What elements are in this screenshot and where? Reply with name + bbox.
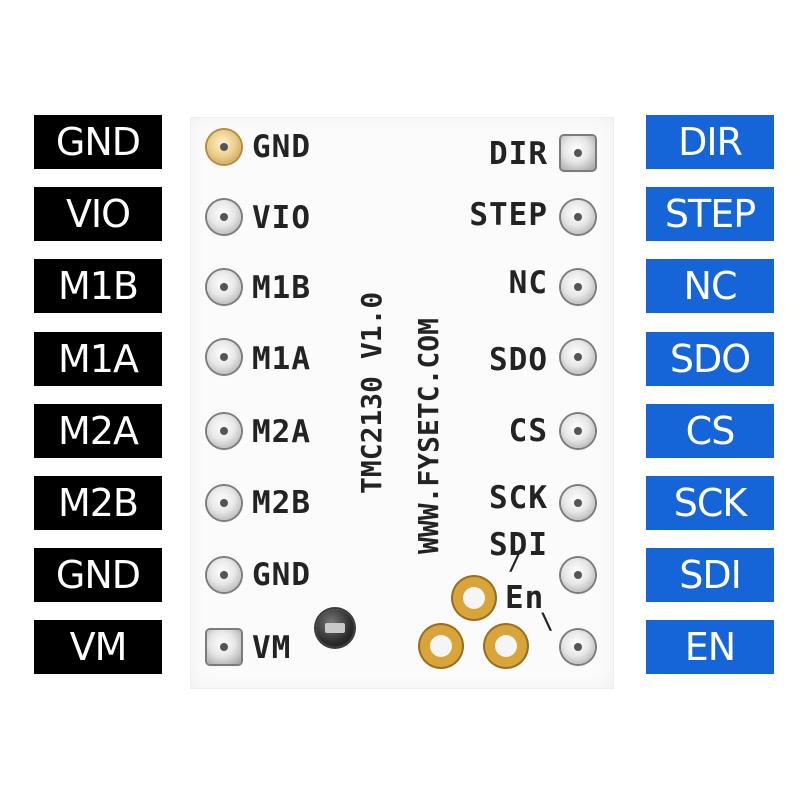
right-label-sdo: SDO — [646, 332, 774, 386]
silk-sck: SCK — [489, 480, 548, 516]
driver-board: GND VIO M1B M1A M2A M2B GND VM DIR STEP … — [190, 117, 614, 689]
silk-m1b: M1B — [252, 270, 311, 306]
pad-sdi — [561, 558, 595, 592]
model-text: TMC2130 V1.0 — [355, 291, 388, 494]
left-label-m2a: M2A — [34, 404, 162, 458]
right-label-cs: CS — [646, 404, 774, 458]
silk-vio: VIO — [252, 200, 311, 236]
left-label-gnd: GND — [34, 115, 162, 169]
pad-m1b — [207, 270, 241, 304]
pad-dir — [561, 136, 595, 170]
left-label-vm: VM — [34, 620, 162, 674]
pad-nc — [561, 270, 595, 304]
pad-m2a — [207, 414, 241, 448]
pad-cs — [561, 414, 595, 448]
silk-en: En — [505, 580, 545, 616]
silk-sdi-tick: / — [508, 551, 522, 576]
right-label-en: EN — [646, 620, 774, 674]
pad-gnd — [207, 130, 241, 164]
right-label-step: STEP — [646, 187, 774, 241]
left-label-gnd-2: GND — [34, 548, 162, 602]
url-text: WWW.FYSETC.COM — [412, 317, 445, 554]
silk-sdi: SDI — [489, 527, 548, 563]
pad-m2b — [207, 486, 241, 520]
left-label-vio: VIO — [34, 187, 162, 241]
pad-vm — [207, 630, 241, 664]
pad-gnd-2 — [207, 558, 241, 592]
silk-m1a: M1A — [252, 341, 311, 377]
silk-sdo: SDO — [489, 342, 548, 378]
pad-vio — [207, 200, 241, 234]
silk-m2b: M2B — [252, 485, 311, 521]
left-label-m2b: M2B — [34, 476, 162, 530]
silk-en-tick: \ — [540, 610, 554, 635]
pad-m1a — [207, 340, 241, 374]
pad-sck — [561, 486, 595, 520]
silk-vm: VM — [252, 630, 292, 666]
silk-nc: NC — [508, 265, 548, 301]
pad-sdo — [561, 340, 595, 374]
silk-dir: DIR — [489, 136, 548, 172]
right-label-nc: NC — [646, 259, 774, 313]
gold-via-top — [463, 587, 485, 609]
right-label-dir: DIR — [646, 115, 774, 169]
left-label-m1a: M1A — [34, 332, 162, 386]
silk-cs: CS — [508, 413, 548, 449]
silk-gnd-2: GND — [252, 557, 311, 593]
silk-m2a: M2A — [252, 414, 311, 450]
silk-gnd: GND — [252, 129, 311, 165]
right-label-sdi: SDI — [646, 548, 774, 602]
gold-via-bottom-right — [495, 635, 517, 657]
gold-via-bottom-left — [430, 635, 452, 657]
left-label-m1b: M1B — [34, 259, 162, 313]
silk-step: STEP — [469, 197, 548, 233]
pad-en — [561, 630, 595, 664]
smd-component — [316, 609, 354, 647]
right-label-sck: SCK — [646, 476, 774, 530]
pad-step — [561, 200, 595, 234]
